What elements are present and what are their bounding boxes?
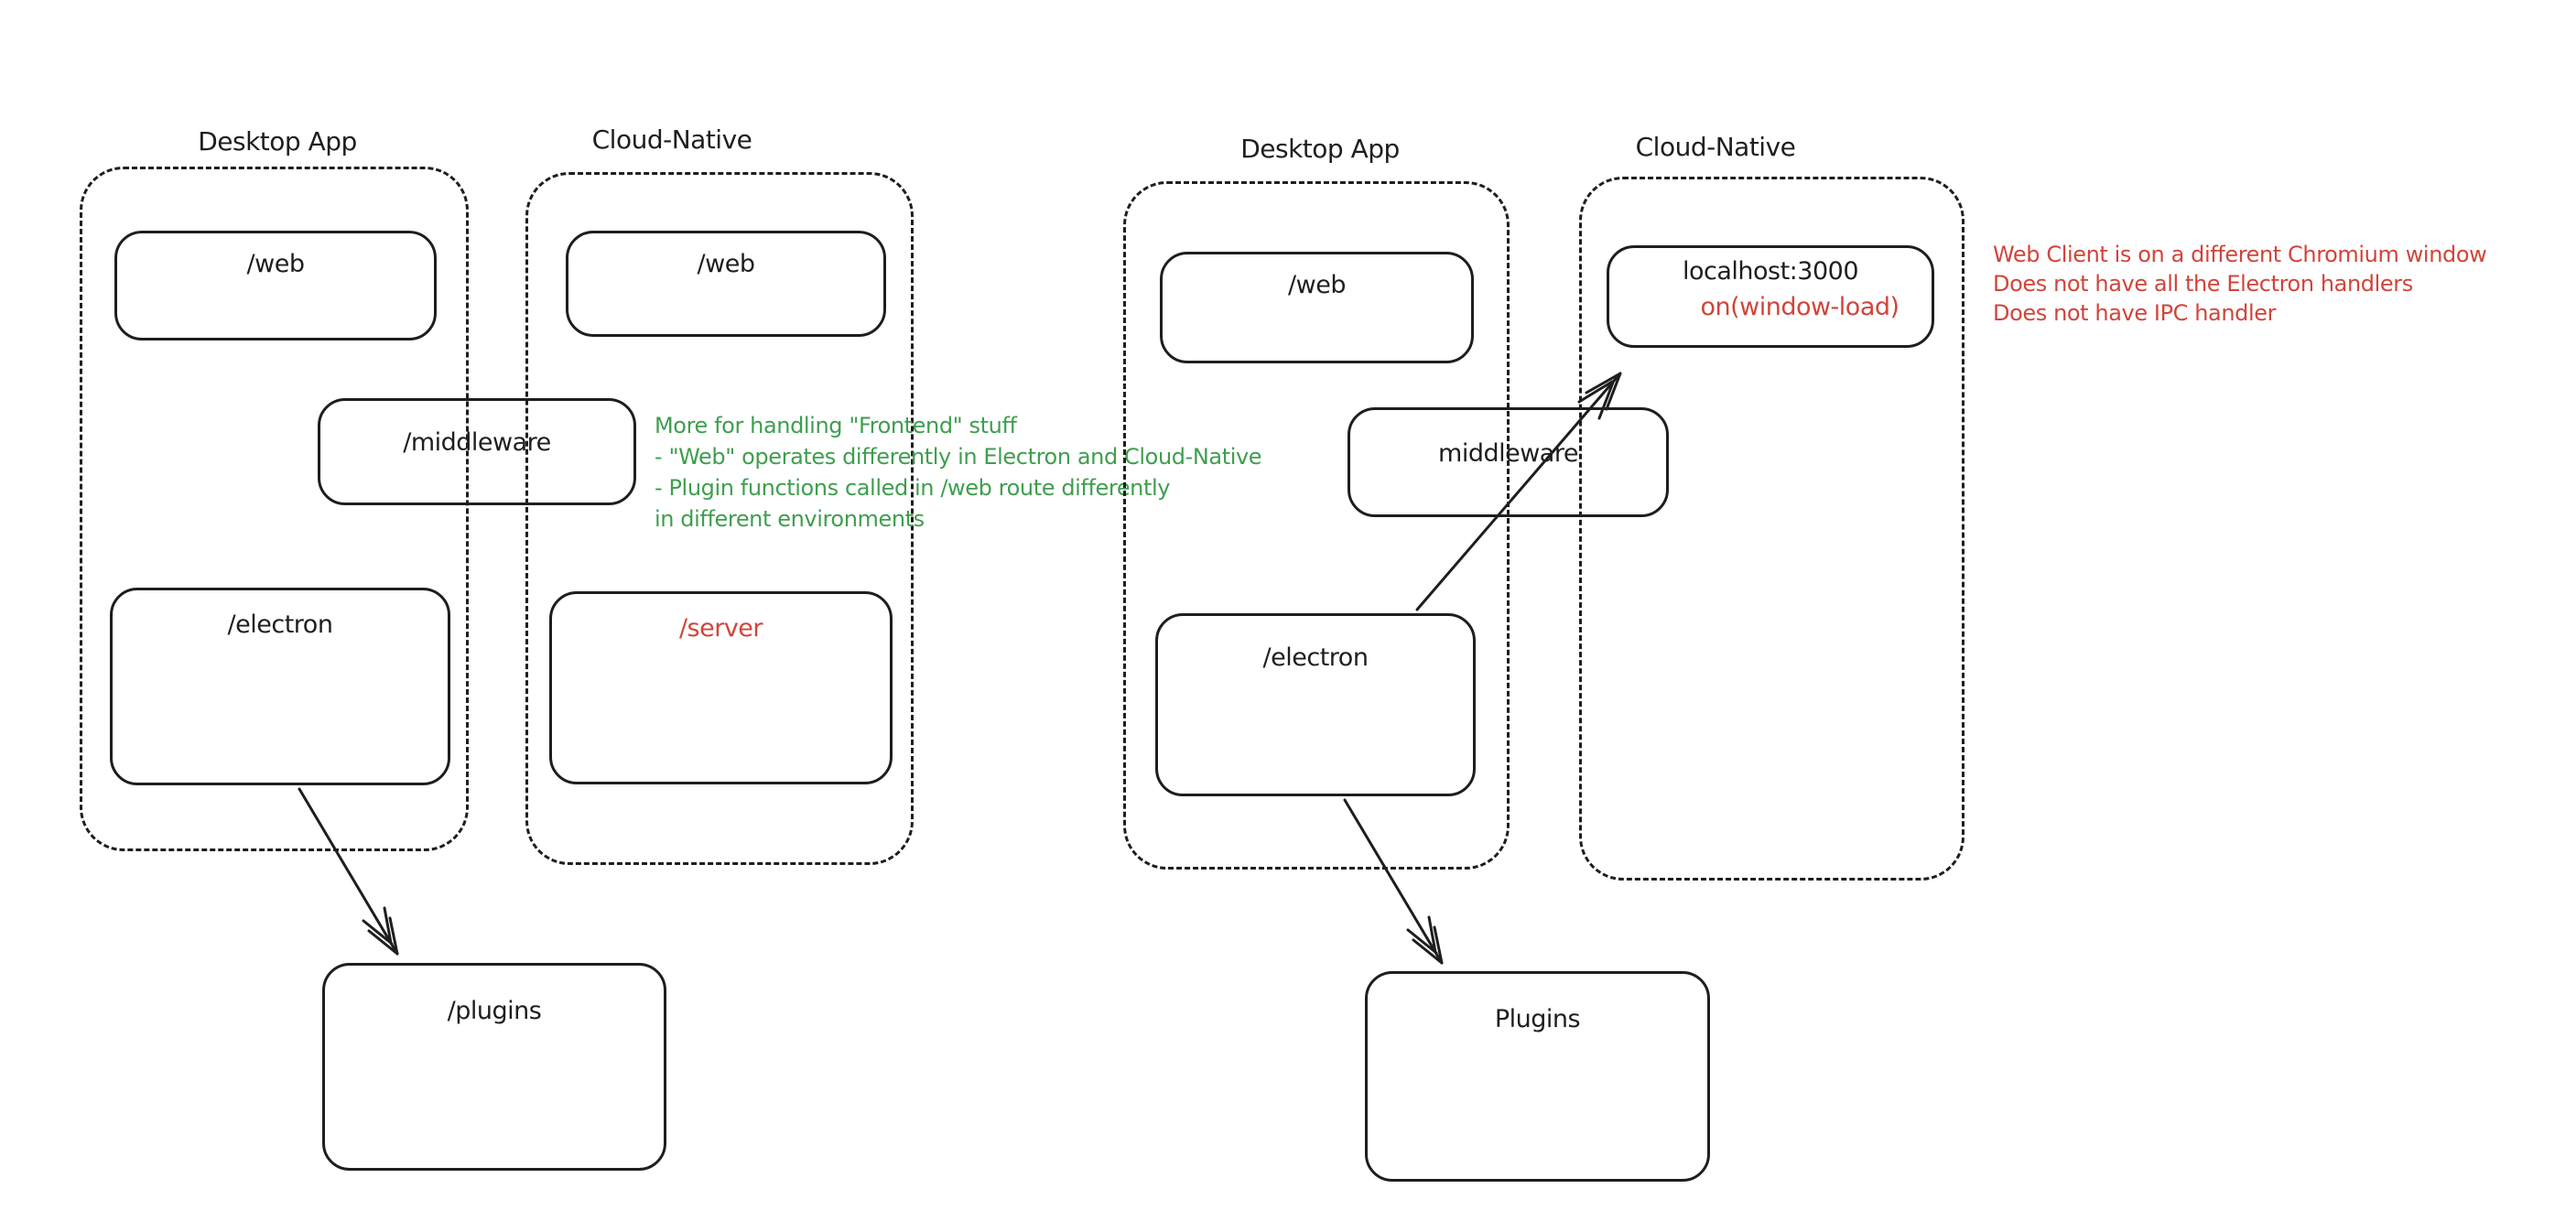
- left-middleware-label: /middleware: [403, 428, 551, 457]
- left-desktop-app-container: [80, 167, 469, 851]
- right-electron-label: /electron: [1262, 643, 1369, 672]
- right-cloud-native-title: Cloud-Native: [1635, 132, 1796, 162]
- right-middleware-label: middleware: [1438, 439, 1578, 468]
- frontend-note-line: - Plugin functions called in /web route …: [655, 475, 1171, 501]
- left-cloud-native-title: Cloud-Native: [591, 124, 752, 155]
- left-desktop-web-label: /web: [246, 250, 305, 278]
- web-client-note-line: Web Client is on a different Chromium wi…: [1993, 242, 2487, 267]
- left-plugins-label: /plugins: [447, 997, 542, 1025]
- left-desktop-web-box: /web: [114, 231, 437, 340]
- web-client-note: Web Client is on a different Chromium wi…: [1993, 240, 2487, 328]
- web-client-note-line: Does not have all the Electron handlers: [1993, 271, 2413, 297]
- left-server-box: /server: [549, 591, 893, 784]
- right-desktop-app-title: Desktop App: [1240, 134, 1400, 164]
- left-middleware-box: /middleware: [318, 398, 636, 505]
- left-cloud-web-label: /web: [697, 250, 755, 278]
- right-plugins-box: Plugins: [1365, 971, 1710, 1182]
- right-middleware-box: middleware: [1348, 407, 1669, 517]
- left-cloud-web-box: /web: [566, 231, 886, 337]
- left-electron-box: /electron: [110, 588, 450, 785]
- frontend-note-line: - "Web" operates differently in Electron…: [655, 444, 1262, 470]
- frontend-note: More for handling "Frontend" stuff - "We…: [655, 410, 1262, 535]
- left-cloud-native-container: [525, 172, 914, 865]
- frontend-note-line: in different environments: [655, 506, 925, 532]
- frontend-note-line: More for handling "Frontend" stuff: [655, 413, 1017, 438]
- on-window-load-label: on(window-load): [1700, 293, 1900, 321]
- right-desktop-web-label: /web: [1288, 271, 1346, 299]
- right-desktop-web-box: /web: [1160, 252, 1474, 363]
- localhost-3000-box: localhost:3000 on(window-load): [1607, 245, 1934, 348]
- left-electron-label: /electron: [227, 611, 333, 639]
- web-client-note-line: Does not have IPC handler: [1993, 300, 2277, 326]
- right-plugins-label: Plugins: [1494, 1005, 1581, 1033]
- right-electron-box: /electron: [1155, 613, 1476, 796]
- left-plugins-box: /plugins: [322, 963, 666, 1171]
- left-server-label: /server: [678, 614, 763, 643]
- left-desktop-app-title: Desktop App: [198, 126, 357, 157]
- localhost-3000-label: localhost:3000: [1682, 257, 1859, 286]
